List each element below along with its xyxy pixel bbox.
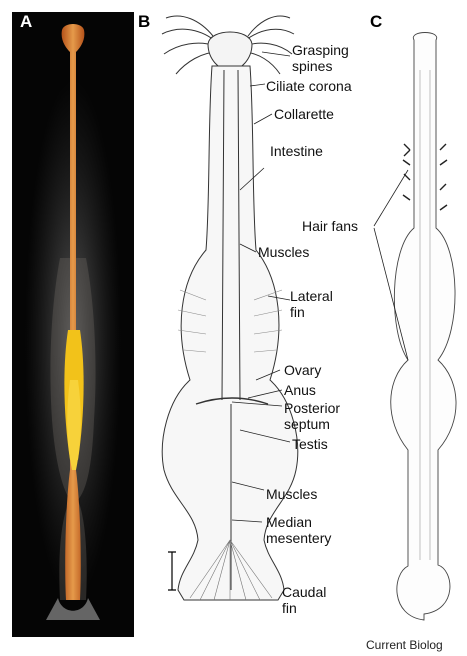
label-median-mesentery-line1: Median <box>266 514 312 530</box>
label-lateral-fin-line2: fin <box>290 304 305 320</box>
label-testis: Testis <box>292 436 328 452</box>
label-anus: Anus <box>284 382 316 398</box>
label-grasping-spines-line2: spines <box>292 58 332 74</box>
panel-b-drawing <box>162 16 298 600</box>
panel-a-letter: A <box>20 12 32 32</box>
label-ciliate-corona: Ciliate corona <box>266 78 352 94</box>
panel-c-letter: C <box>370 12 382 32</box>
label-caudal-fin-line2: fin <box>282 600 297 616</box>
label-ovary: Ovary <box>284 362 321 378</box>
label-collarette: Collarette <box>274 106 334 122</box>
panel-b-letter: B <box>138 12 150 32</box>
label-muscles-upper: Muscles <box>258 244 309 260</box>
panel-c-drawing <box>374 33 456 621</box>
label-hair-fans: Hair fans <box>302 218 358 234</box>
label-intestine: Intestine <box>270 143 323 159</box>
panel-a-specimen <box>25 24 121 620</box>
label-median-mesentery-line2: mesentery <box>266 530 331 546</box>
label-grasping-spines-line1: Grasping <box>292 42 349 58</box>
journal-credit: Current Biolog <box>366 638 443 652</box>
label-posterior-septum-line2: septum <box>284 416 330 432</box>
label-caudal-fin-line1: Caudal <box>282 584 326 600</box>
label-muscles-lower: Muscles <box>266 486 317 502</box>
label-posterior-septum-line1: Posterior <box>284 400 340 416</box>
label-lateral-fin-line1: Lateral <box>290 288 333 304</box>
